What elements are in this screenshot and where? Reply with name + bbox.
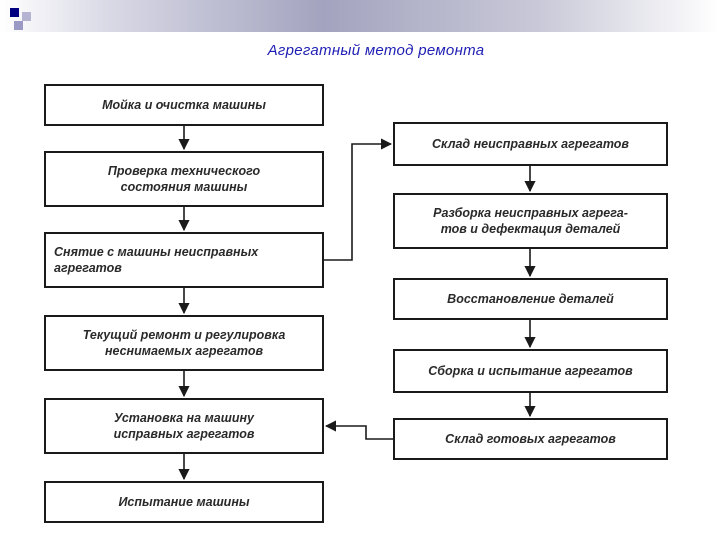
step-test: Испытание машины bbox=[44, 481, 324, 523]
decor-square-icon bbox=[14, 21, 23, 30]
step-ready-store: Склад готовых агрегатов bbox=[393, 418, 668, 460]
arrow-ready-store-to-install bbox=[324, 420, 393, 440]
step-assembly: Сборка и испытание агрегатов bbox=[393, 349, 668, 393]
slide-header-band bbox=[0, 0, 720, 32]
step-restore: Восстановление деталей bbox=[393, 278, 668, 320]
step-faulty-store: Склад неисправных агрегатов bbox=[393, 122, 668, 166]
decor-square-icon bbox=[22, 12, 31, 21]
arrow-remove-to-faulty-store bbox=[324, 138, 393, 261]
decor-square-icon bbox=[10, 8, 19, 17]
step-remove: Снятие с машины неисправных агрегатов bbox=[44, 232, 324, 288]
step-disassembly: Разборка неисправных агрега- тов и дефек… bbox=[393, 193, 668, 249]
step-install: Установка на машину исправных агрегатов bbox=[44, 398, 324, 454]
step-wash: Мойка и очистка машины bbox=[44, 84, 324, 126]
step-inspect: Проверка технического состояния машины bbox=[44, 151, 324, 207]
slide-title: Агрегатный метод ремонта bbox=[267, 42, 485, 59]
step-repair: Текущий ремонт и регулировка неснимаемых… bbox=[44, 315, 324, 371]
